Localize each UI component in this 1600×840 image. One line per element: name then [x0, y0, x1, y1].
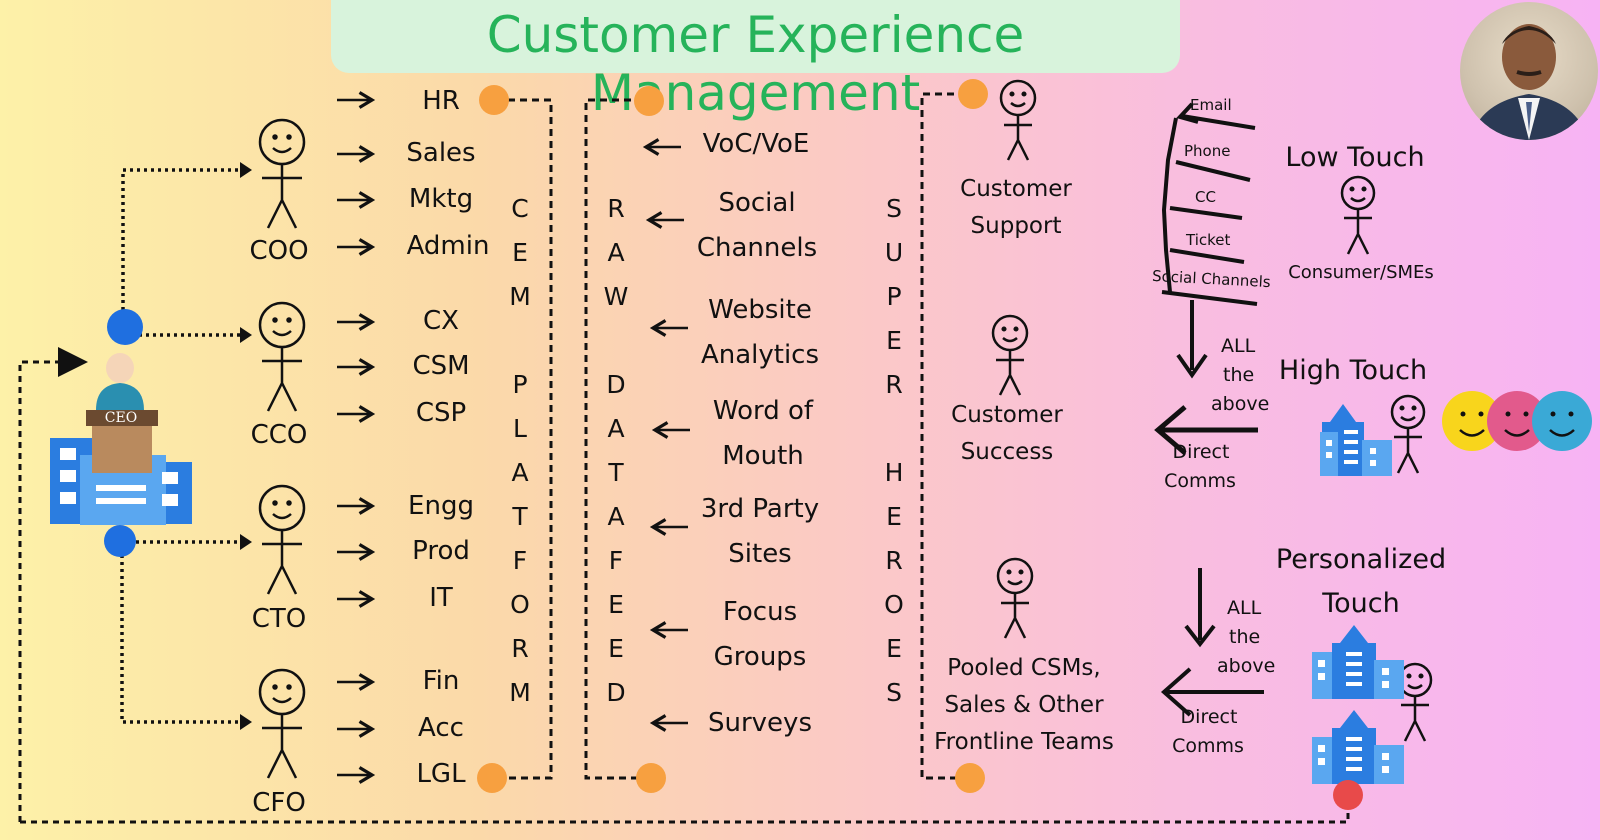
source-social-1: Social — [718, 188, 796, 218]
orange-dots — [477, 79, 988, 793]
channel-arrows — [1161, 102, 1258, 379]
function-csp: CSP — [415, 398, 467, 428]
chief-cco: CCO — [250, 420, 308, 450]
chief-cfo: CFO — [252, 788, 306, 818]
function-engg: Engg — [408, 491, 474, 521]
consumer-smes-label: Consumer/SMEs — [1288, 262, 1434, 283]
ceo-blue-dot — [104, 309, 143, 557]
high-touch-title: High Touch — [1278, 355, 1428, 386]
chief-cto: CTO — [251, 604, 307, 634]
ceo-connector-arrowheads — [240, 162, 252, 730]
ceo-building-icon — [50, 353, 192, 525]
function-cx: CX — [423, 306, 459, 336]
channel-phone: Phone — [1184, 142, 1231, 160]
source-website-2: Analytics — [700, 340, 820, 370]
personalized-arrows — [1160, 568, 1264, 717]
building-icon — [1320, 404, 1392, 476]
function-admin: Admin — [406, 231, 490, 261]
presenter-photo — [1460, 2, 1598, 140]
high-direct-2: Comms — [1164, 470, 1236, 492]
channel-email: Email — [1190, 96, 1232, 114]
low-all-1: ALL — [1221, 335, 1256, 357]
building-icon-2 — [1312, 625, 1404, 699]
function-fin: Fin — [422, 666, 460, 696]
function-acc: Acc — [418, 713, 464, 743]
pers-all-2: the — [1229, 626, 1261, 648]
source-website-1: Website — [708, 295, 812, 325]
page-title: Customer Experience Management — [486, 6, 1025, 122]
hero-success-2: Success — [960, 439, 1054, 465]
source-3rdparty-2: Sites — [728, 539, 792, 569]
source-wom-1: Word of — [712, 396, 814, 426]
low-touch-title: Low Touch — [1285, 142, 1425, 173]
source-arrows — [642, 138, 690, 732]
hero-pooled-1: Pooled CSMs, — [947, 655, 1101, 681]
loop-connector — [18, 347, 88, 822]
chief-coo: COO — [249, 236, 309, 266]
function-lgl: LGL — [416, 759, 466, 789]
high-direct-1: Direct — [1172, 441, 1230, 463]
stick-figures — [258, 79, 1433, 779]
low-all-3: above — [1211, 393, 1270, 415]
function-mktg: Mktg — [408, 184, 474, 214]
personalized-title-1: Personalized — [1275, 544, 1447, 575]
channel-ticket: Ticket — [1186, 231, 1231, 249]
source-wom-2: Mouth — [722, 441, 804, 471]
channel-cc: CC — [1195, 188, 1216, 206]
building-icon-3 — [1312, 710, 1404, 784]
low-all-2: the — [1223, 364, 1255, 386]
pers-direct-1: Direct — [1180, 706, 1238, 728]
hero-success-1: Customer — [951, 402, 1063, 428]
source-voc: VoC/VoE — [702, 129, 810, 159]
pers-direct-2: Comms — [1172, 735, 1244, 757]
source-surveys: Surveys — [708, 708, 812, 738]
function-hr: HR — [422, 86, 460, 116]
source-focus-2: Groups — [713, 642, 807, 672]
hero-pooled-3: Frontline Teams — [934, 729, 1114, 755]
hero-pooled-2: Sales & Other — [944, 692, 1104, 718]
platform-brackets — [508, 92, 966, 780]
source-3rdparty-1: 3rd Party — [700, 494, 820, 524]
hero-support-2: Support — [970, 213, 1062, 239]
source-social-2: Channels — [696, 233, 818, 263]
pers-all-3: above — [1217, 655, 1276, 677]
hero-support-1: Customer — [960, 176, 1072, 202]
ceo-label: CEO — [104, 410, 138, 426]
function-arrows — [337, 91, 376, 784]
smiley-faces-icon — [1442, 391, 1592, 451]
person-icon — [1470, 24, 1588, 140]
red-dot — [1333, 780, 1363, 810]
direct-arrow-high — [1154, 405, 1258, 455]
personalized-title-2: Touch — [1322, 588, 1400, 619]
function-prod: Prod — [412, 536, 470, 566]
function-sales: Sales — [406, 138, 476, 168]
loop-connector-bottom — [20, 795, 1350, 824]
pers-all-1: ALL — [1227, 597, 1262, 619]
ceo-connectors — [120, 168, 245, 724]
function-it: IT — [429, 583, 453, 613]
function-csm: CSM — [412, 351, 470, 381]
source-focus-1: Focus — [722, 597, 798, 627]
title-banner: Customer Experience Management — [331, 0, 1180, 122]
